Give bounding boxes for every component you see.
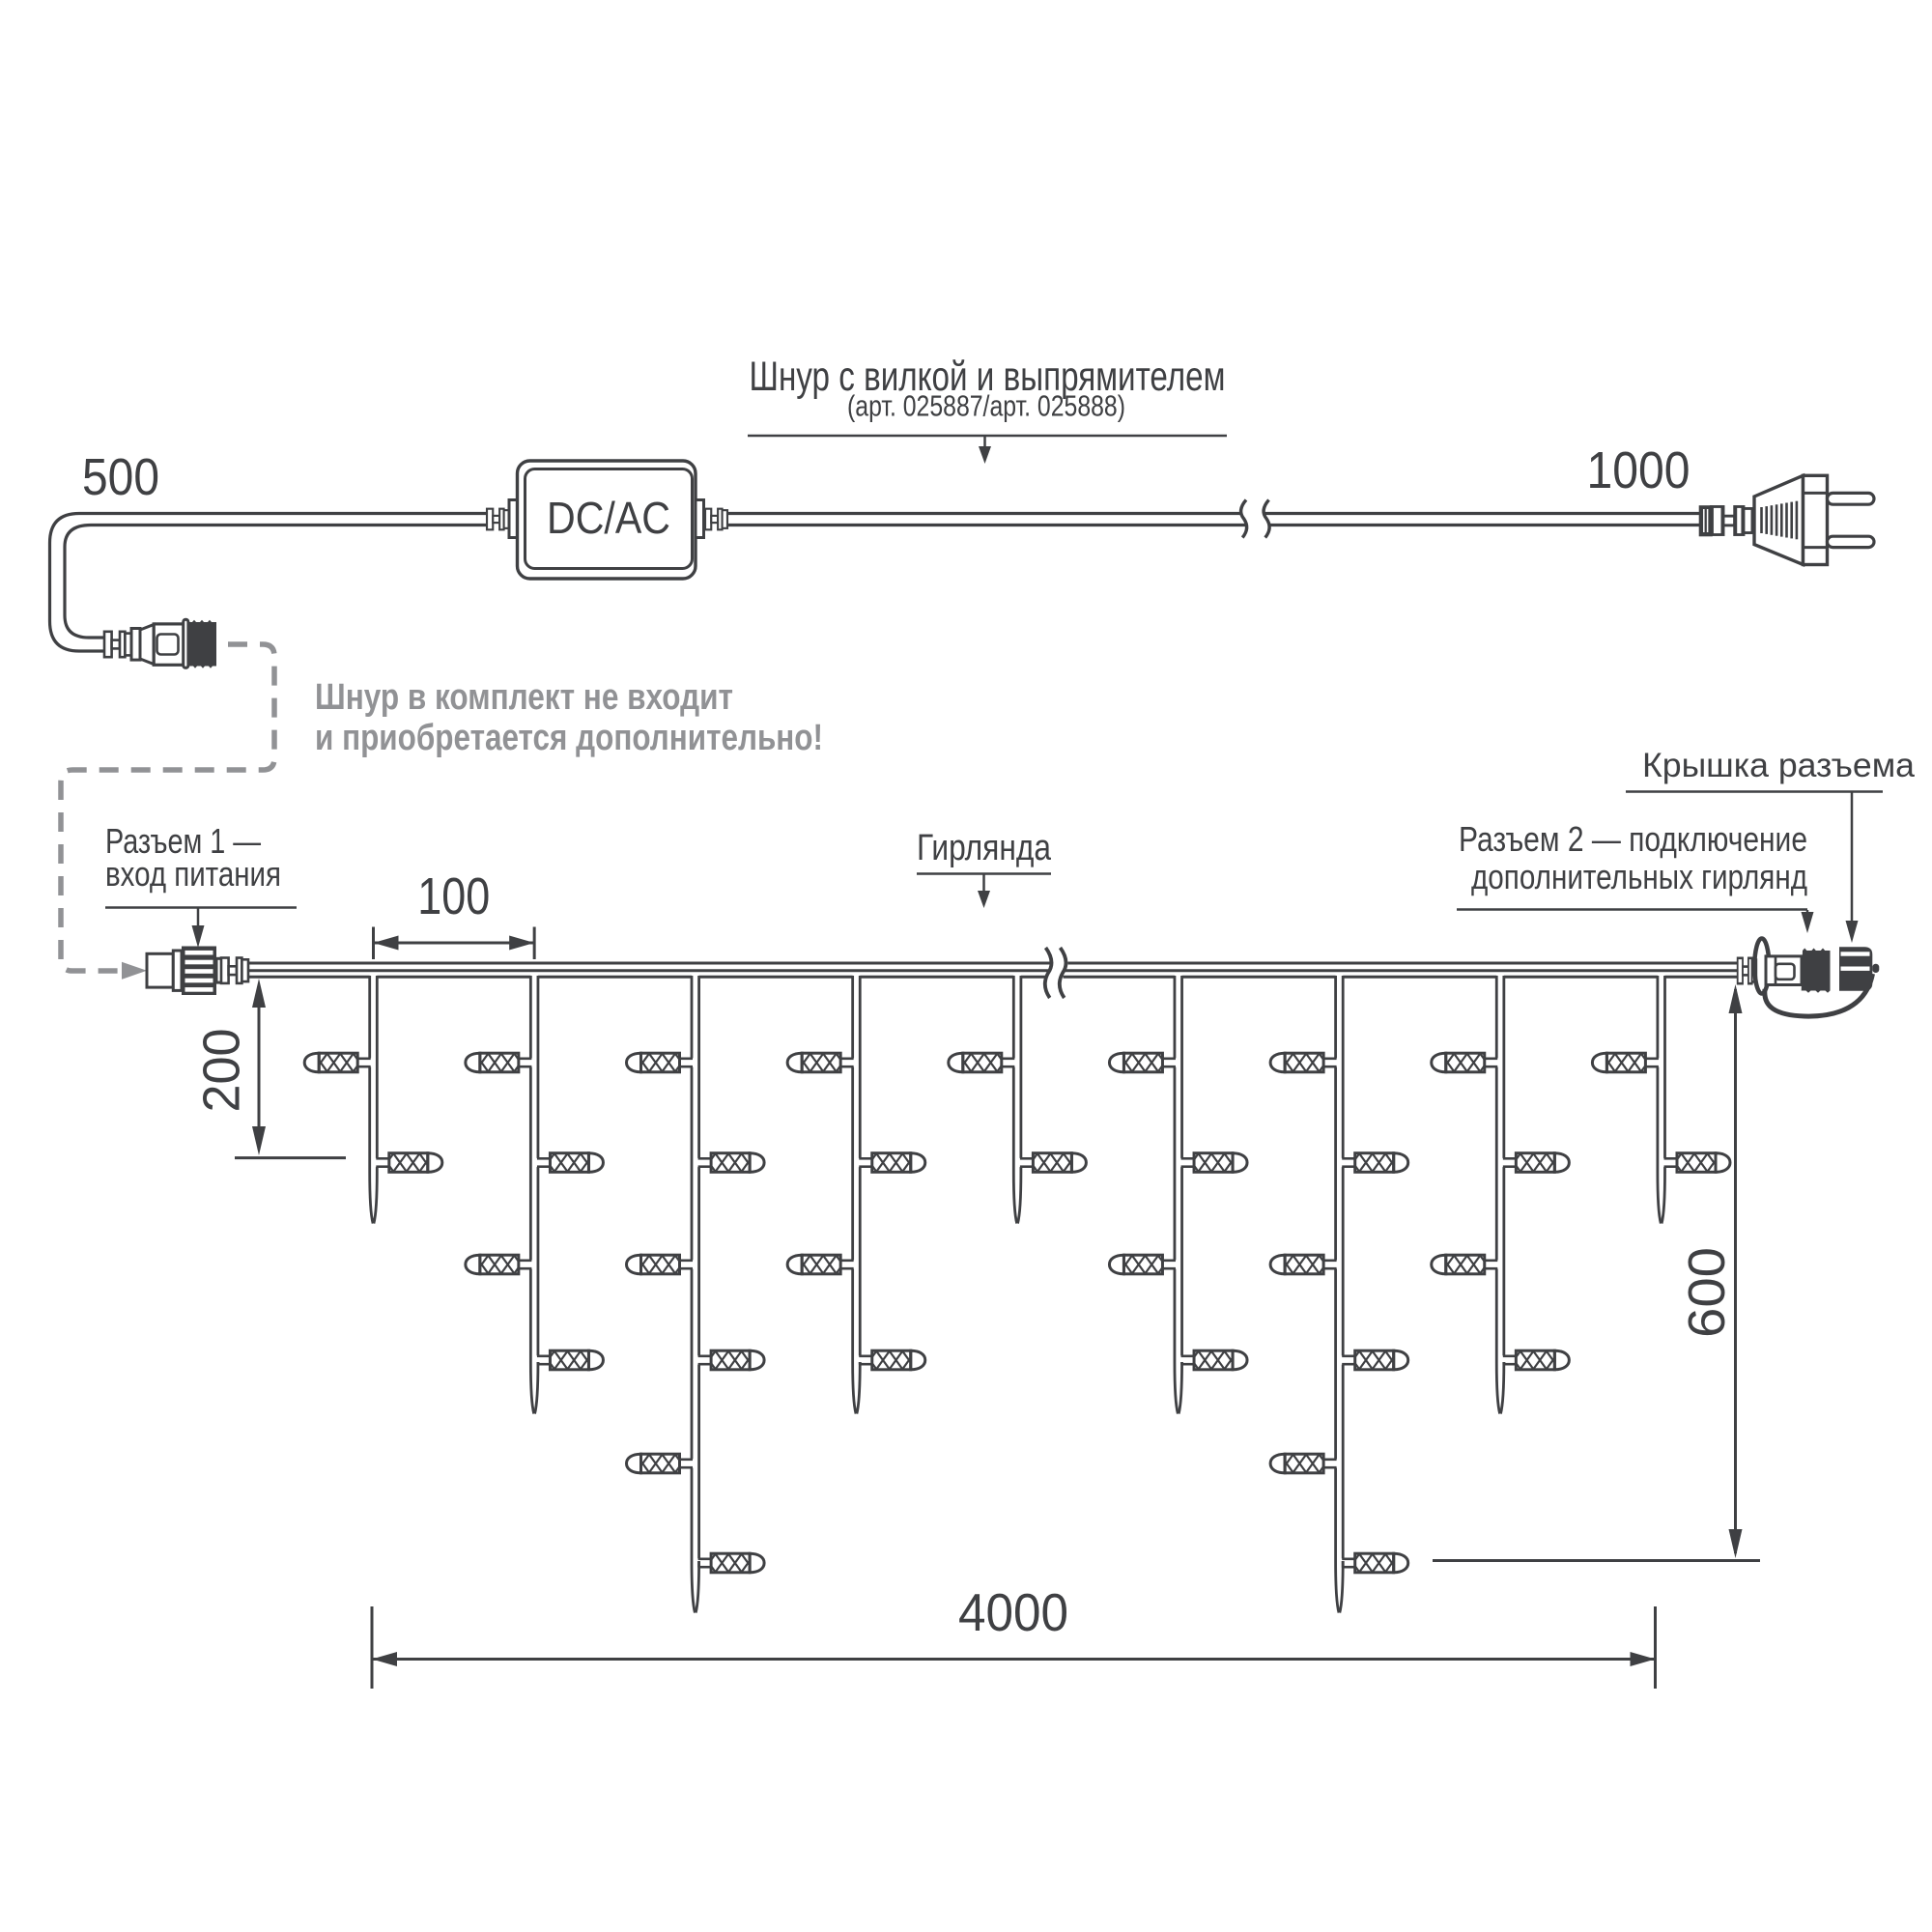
svg-text:Шнур с вилкой и выпрямителем: Шнур с вилкой и выпрямителем <box>750 354 1226 400</box>
svg-text:500: 500 <box>82 448 159 506</box>
svg-text:200: 200 <box>193 1029 251 1113</box>
svg-text:1000: 1000 <box>1587 441 1690 499</box>
svg-text:Крышка разъема: Крышка разъема <box>1642 747 1916 784</box>
svg-text:600: 600 <box>1678 1247 1736 1338</box>
svg-text:DC/AC: DC/AC <box>547 493 670 543</box>
svg-text:Шнур в комплект не входит: Шнур в комплект не входит <box>315 677 733 718</box>
svg-text:Разъем 2 — подключение: Разъем 2 — подключение <box>1459 819 1807 859</box>
svg-text:и приобретается дополнительно!: и приобретается дополнительно! <box>315 718 823 758</box>
svg-text:100: 100 <box>417 867 490 925</box>
svg-text:(арт. 025887/арт. 025888): (арт. 025887/арт. 025888) <box>847 389 1125 423</box>
svg-text:дополнительных гирлянд: дополнительных гирлянд <box>1471 857 1807 896</box>
svg-text:Разъем 1 —: Разъем 1 — <box>105 821 261 861</box>
svg-text:вход питания: вход питания <box>105 854 281 894</box>
svg-text:4000: 4000 <box>958 1583 1068 1642</box>
svg-text:Гирлянда: Гирлянда <box>917 828 1052 868</box>
